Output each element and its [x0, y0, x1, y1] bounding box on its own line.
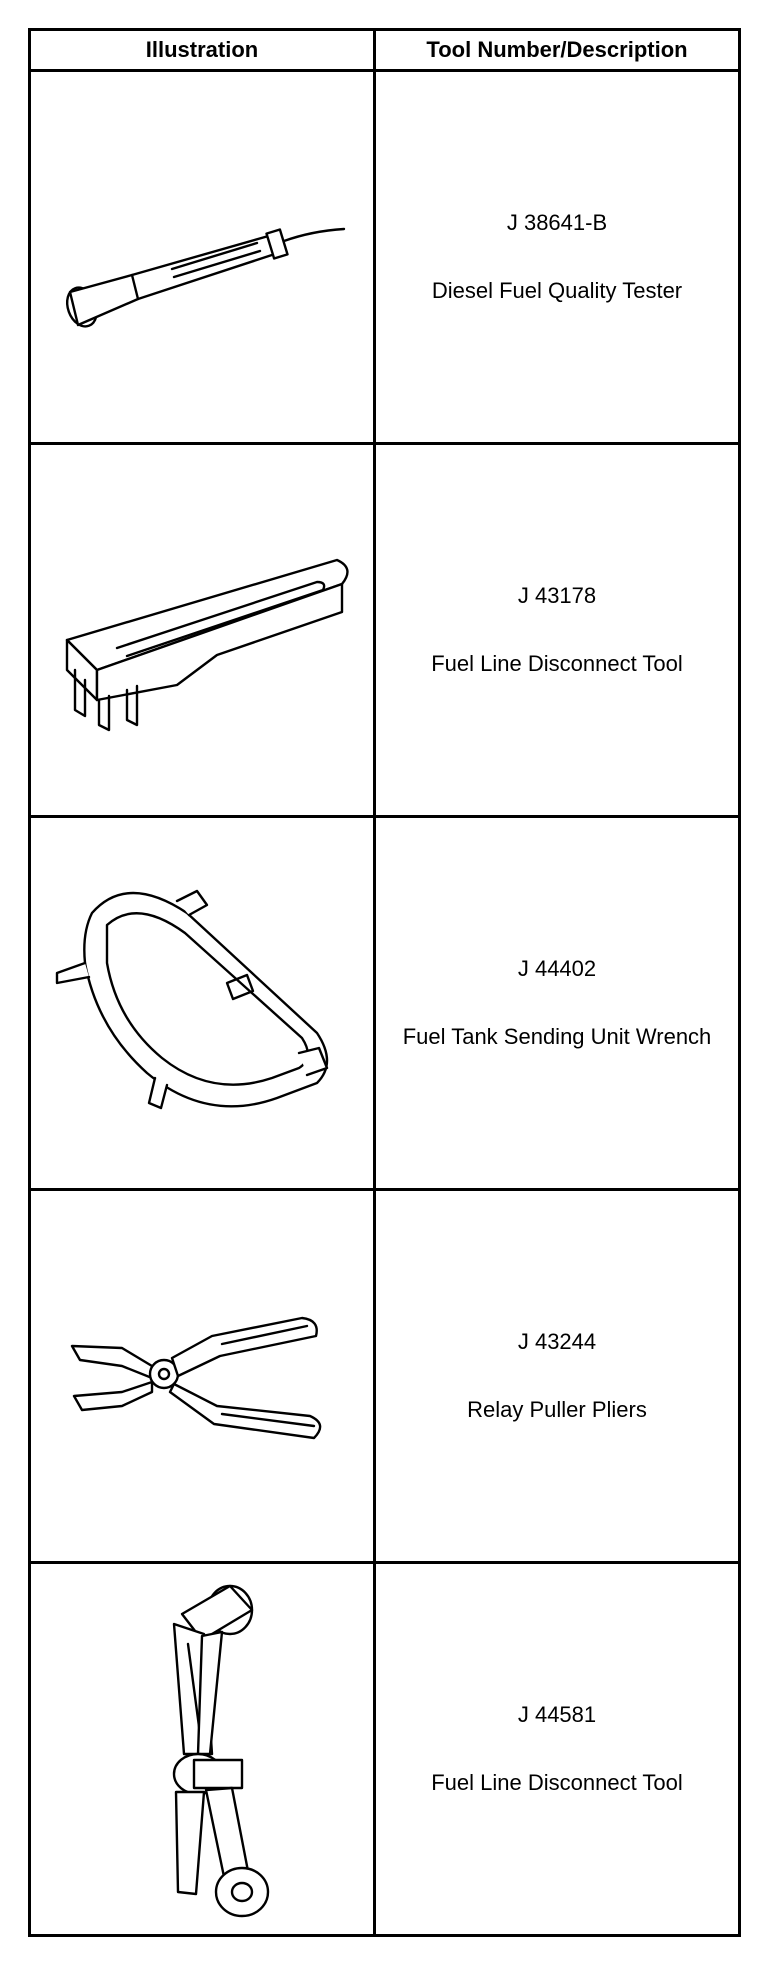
tool-description: Diesel Fuel Quality Tester: [431, 278, 683, 303]
tool-number: J 38641-B: [506, 210, 608, 235]
illustration-cell: [28, 69, 376, 445]
tool-number: J 44402: [517, 956, 597, 981]
tool-number: J 43244: [517, 1329, 597, 1354]
table-row: J 43244 Relay Puller Pliers: [28, 1188, 741, 1564]
tool-cell: J 43244 Relay Puller Pliers: [373, 1188, 741, 1564]
header-illustration: Illustration: [28, 28, 376, 72]
table-row: J 38641-B Diesel Fuel Quality Tester: [28, 69, 741, 445]
illustration-cell: [28, 815, 376, 1191]
tool-cell: J 38641-B Diesel Fuel Quality Tester: [373, 69, 741, 445]
table-row: J 44402 Fuel Tank Sending Unit Wrench: [28, 815, 741, 1191]
header-tool-number-description: Tool Number/Description: [373, 28, 741, 72]
sending-unit-wrench-icon: [55, 889, 329, 1110]
table-header-row: Illustration Tool Number/Description: [28, 28, 741, 72]
tool-description: Fuel Line Disconnect Tool: [431, 1770, 683, 1795]
tool-description: Fuel Line Disconnect Tool: [431, 651, 683, 676]
illustration-cell: [28, 1561, 376, 1937]
illustration-cell: [28, 1188, 376, 1564]
tool-description: Fuel Tank Sending Unit Wrench: [402, 1024, 712, 1049]
tool-cell: J 44402 Fuel Tank Sending Unit Wrench: [373, 815, 741, 1191]
fuel-line-disconnect-clip-icon: [172, 1584, 270, 1918]
fuel-quality-tester-icon: [65, 227, 346, 328]
tool-number: J 44581: [517, 1702, 597, 1727]
tool-cell: J 43178 Fuel Line Disconnect Tool: [373, 442, 741, 818]
illustration-cell: [28, 442, 376, 818]
table-row: J 43178 Fuel Line Disconnect Tool: [28, 442, 741, 818]
relay-puller-pliers-icon: [70, 1316, 322, 1440]
fuel-line-disconnect-tool-icon: [65, 558, 349, 732]
special-tools-table: Illustration Tool Number/Description: [28, 28, 741, 1937]
tool-cell: J 44581 Fuel Line Disconnect Tool: [373, 1561, 741, 1937]
tool-number: J 43178: [517, 583, 597, 608]
tool-description: Relay Puller Pliers: [467, 1397, 647, 1422]
table-row: J 44581 Fuel Line Disconnect Tool: [28, 1561, 741, 1937]
